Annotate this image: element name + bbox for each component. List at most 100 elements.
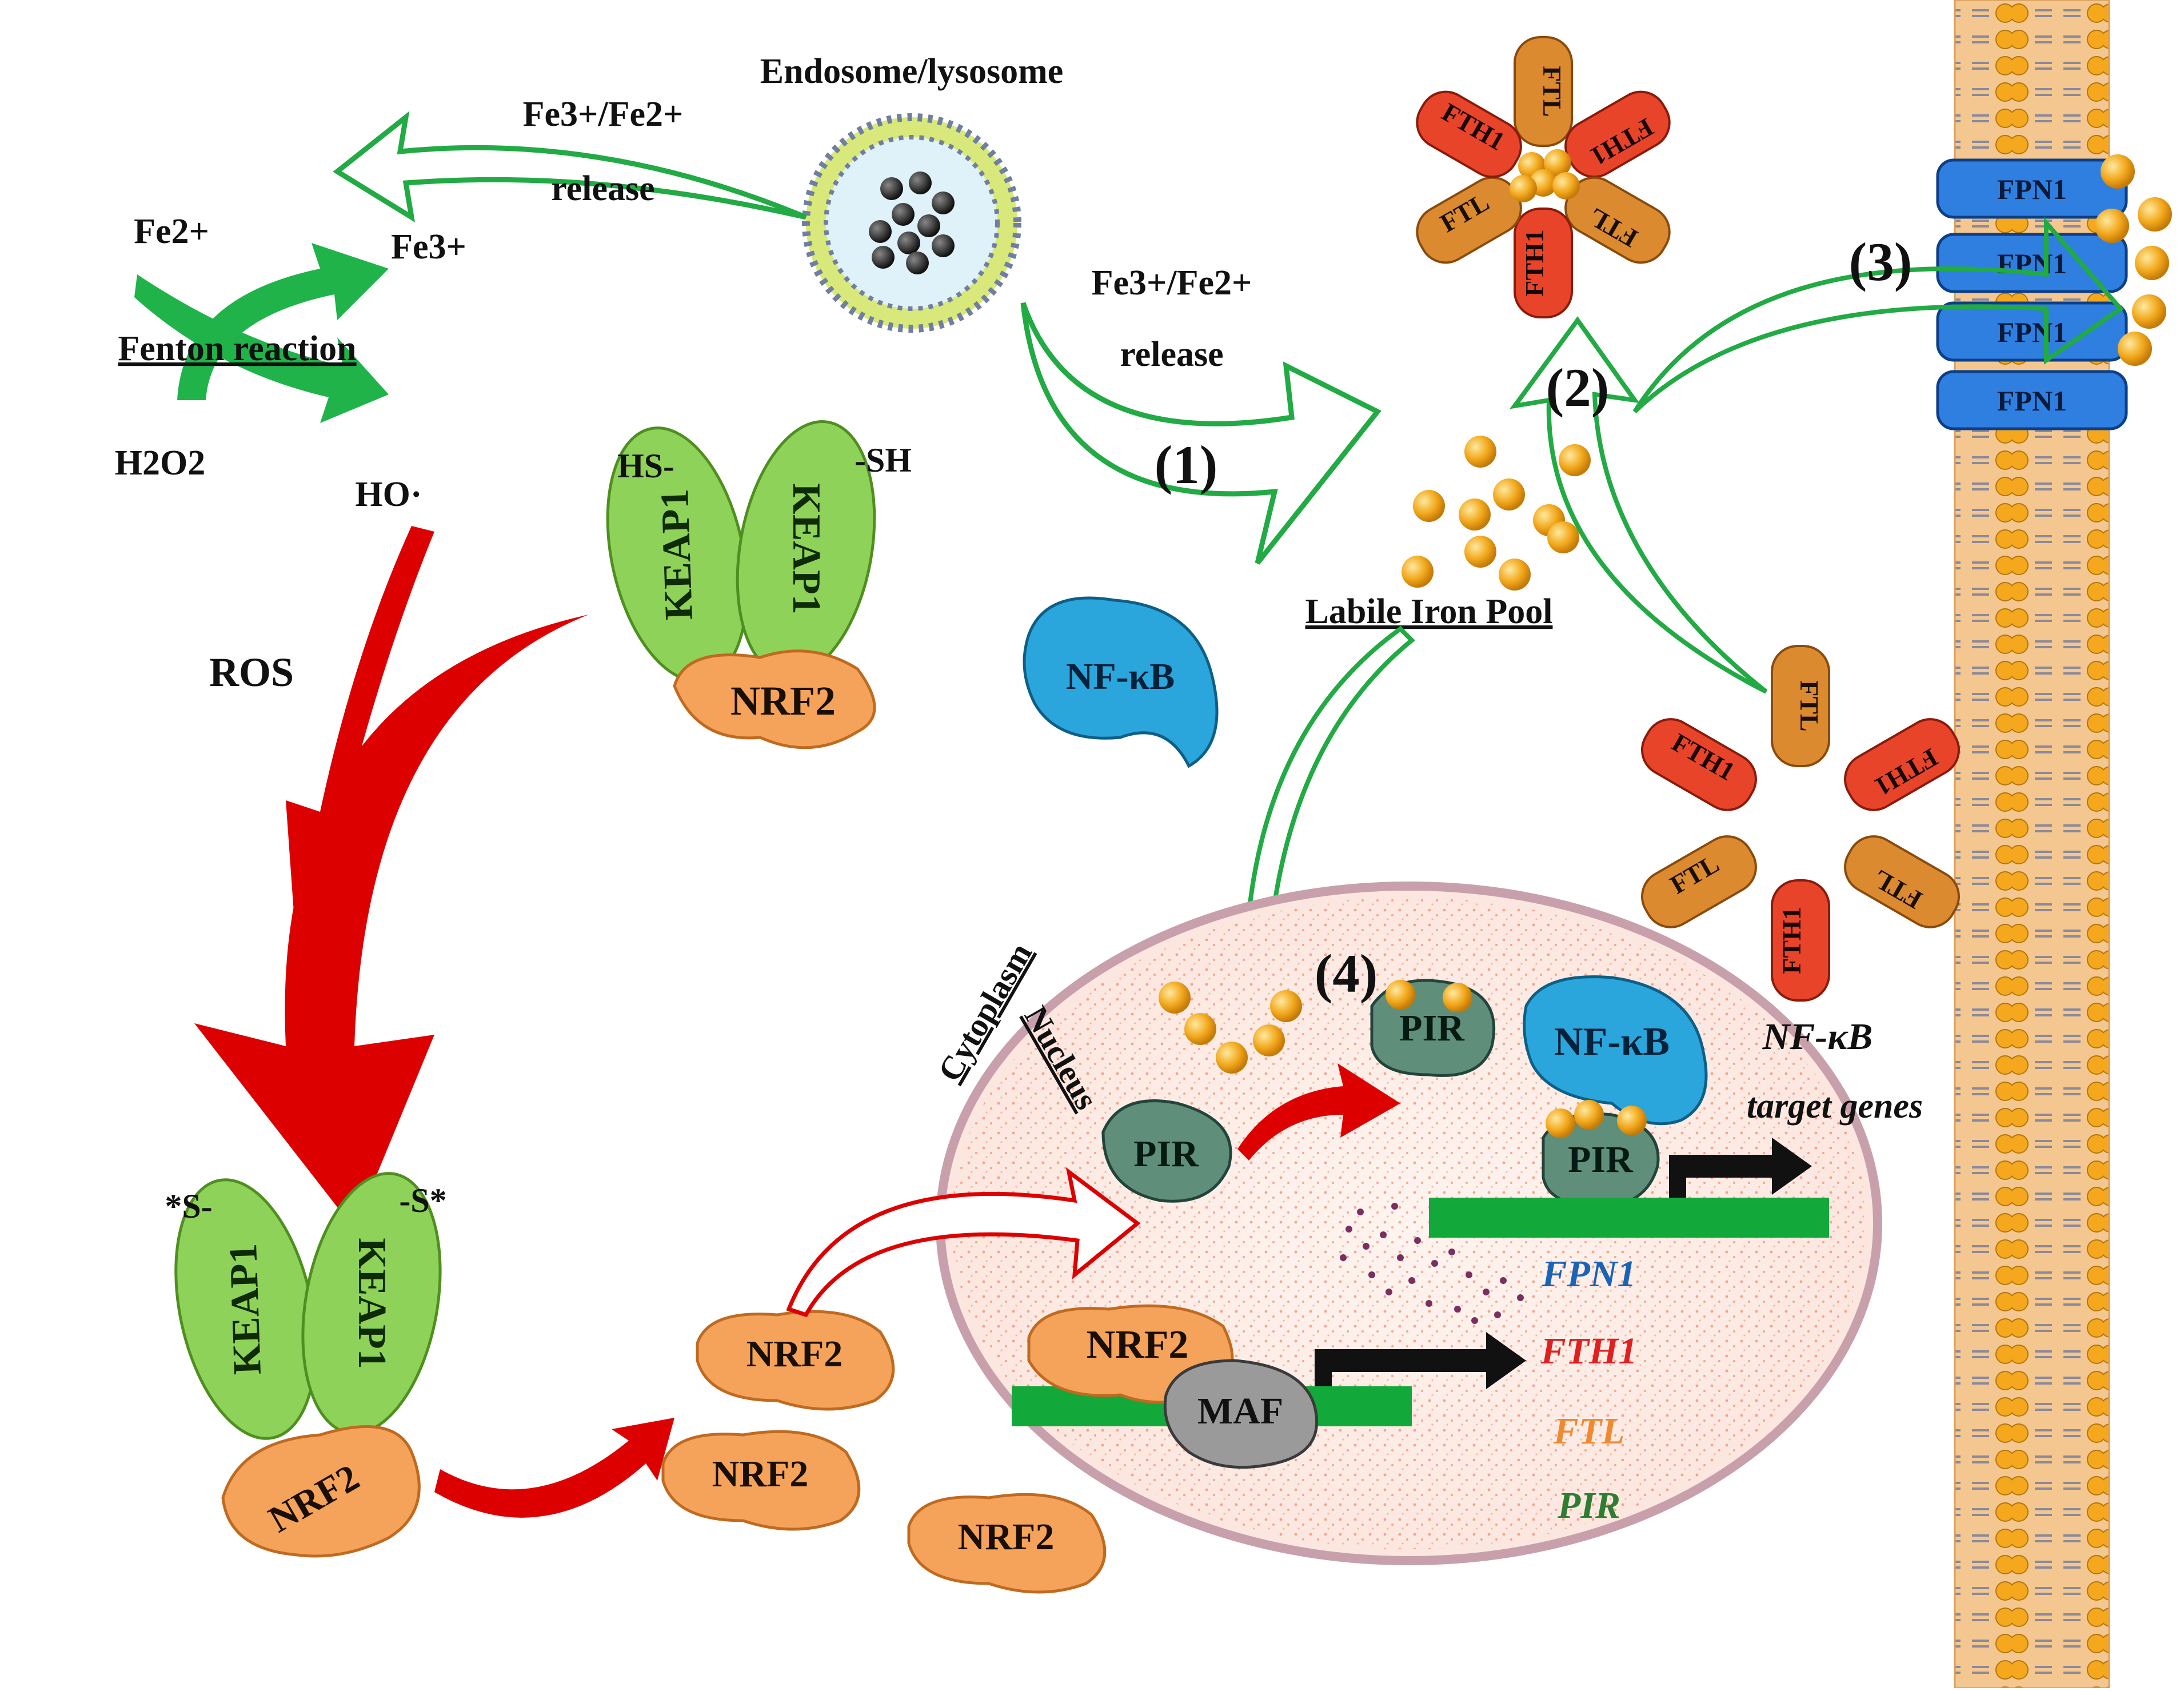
iron-ion [2095,209,2129,243]
fth1-label: FTH1 [1520,229,1549,297]
nuclear-iron [1159,982,1302,1074]
iron-ion [1402,556,1434,588]
keap1-label: KEAP1 [784,483,828,614]
iron-ion [1270,990,1302,1022]
chromatin [1340,1203,1524,1324]
fenton-arrow-up [177,243,389,400]
fpn1-unit: FPN1 [1936,158,2128,219]
iron-ion [1159,982,1191,1014]
fpn1-channel-group: FPN1 FPN1 FPN1 FPN1 [1936,158,2128,430]
iron-ion [2132,294,2166,329]
nrf2-label: NRF2 [1087,1323,1189,1367]
storage-arrow-step2 [1509,316,1768,694]
iron-ion [1253,1024,1285,1056]
release-right-label: release [1120,335,1223,374]
nrf2-translocation-arrow [786,1167,1141,1318]
endosome-label: Endosome/lysosome [760,52,1063,91]
ftl-label: FTL [1538,66,1567,117]
gene-fpn1-label: FPN1 [1542,1253,1636,1295]
hs-label: HS- [617,447,674,485]
fpn1-unit: FPN1 [1936,301,2128,362]
fe-release-right-label: Fe3+/Fe2+ [1092,264,1252,302]
fpn1-unit: FPN1 [1936,233,2128,293]
step2-label: (2) [1546,357,1610,418]
nrf2-label: NRF2 [958,1516,1055,1558]
nfkb-target-label-1: NF-κB [1762,1016,1873,1058]
keap1-protein: KEAP1 [301,1172,442,1435]
nrf2-release-arrow [434,1418,674,1518]
nrf2-label: NRF2 [712,1453,809,1495]
export-arrow-step3 [1632,217,2124,413]
iron-ion [2138,197,2172,232]
fenton-label: Fenton reaction [118,329,356,368]
release-left-label: release [551,169,654,208]
ferritin-complex-bottom: FTL FTH1 FTL FTH1 FTL FTH1 [1641,645,1960,1002]
nrf2-free-3: NRF2 [907,1493,1107,1594]
gene-pir-label: PIR [1557,1485,1620,1526]
nfkb-target-label-2: target genes [1747,1087,1923,1126]
labile-iron-pool-label: Labile Iron Pool [1305,592,1553,631]
iron-ion [1547,521,1579,553]
h2o2-label: H2O2 [115,444,205,482]
ros-label: ROS [209,649,294,695]
fth1-label: FTH1 [1777,907,1806,974]
nfkb-protein-nuclear: NF-κB [1523,975,1708,1126]
iron-ion [2118,332,2152,366]
fe-release-left-label: Fe3+/Fe2+ [523,95,684,134]
pir-label: PIR [1568,1139,1634,1180]
exported-iron [2095,154,2172,366]
keap1-label: KEAP1 [221,1243,270,1375]
nfkb-label: NF-κB [1554,1020,1670,1064]
sh-label: -SH [855,441,912,479]
iron-ion [1493,478,1525,511]
fenton-cycle [134,243,389,423]
iron-ion [1459,498,1491,531]
iron-ion [1413,490,1445,522]
nfkb-label: NF-κB [1066,656,1175,697]
keap1-nrf2-complex-oxidized: KEAP1 KEAP1 NRF2 [174,1172,442,1558]
keap1-protein: KEAP1 [736,420,876,677]
ferritin-complex-top: FTL FTH1 FTL FTH1 FTL FTH1 [1416,36,1671,318]
iron-ion [2135,246,2169,280]
keap1-nrf2-complex-top: KEAP1 KEAP1 NRF2 [606,420,876,749]
iron-ion [1499,559,1531,591]
step4-label: (4) [1315,943,1378,1004]
nrf2-protein: NRF2 [221,1425,421,1558]
pir-protein-apo: PIR [1101,1099,1232,1203]
nfkb-protein-cytoplasm: NF-κB [1023,596,1219,768]
iron-ion [1464,536,1496,568]
ros-big-arrow [194,615,589,1229]
gene-ftl-label: FTL [1553,1410,1625,1452]
iron-ion [1216,1042,1248,1074]
ho-label: HO· [355,475,422,514]
s-left-label: *S- [165,1187,212,1225]
keap1-label: KEAP1 [653,488,701,621]
ftl-label: FTL [1795,680,1824,731]
iron-ion [2101,154,2135,189]
fenton-arrow-down [134,274,389,423]
iron-ion [1464,436,1496,468]
fe-release-arrow-left [333,111,807,223]
nrf2-label: NRF2 [730,678,836,724]
transcription-arrow-nfkb [1669,1138,1812,1198]
nrf2-free-1: NRF2 [696,1310,895,1411]
pir-protein-nfkb-bound: PIR [1542,1100,1660,1208]
target-gene-list: FPN1 FTH1 FTL PIR [1540,1253,1638,1526]
fpn1-label: FPN1 [1997,385,2067,417]
maf-label: MAF [1197,1390,1283,1432]
fe2-label: Fe2+ [134,212,209,251]
pir-label: PIR [1133,1133,1199,1175]
fpn1-unit: FPN1 [1936,370,2128,430]
pir-protein-iron-bound: PIR [1370,979,1496,1077]
nrf2-free-2: NRF2 [661,1430,861,1531]
nrf2-label: NRF2 [746,1333,843,1375]
labile-iron-pool [1402,436,1591,591]
transcription-arrow-nrf2 [1315,1332,1526,1389]
keap1-protein: KEAP1 [174,1178,317,1440]
dna-strand-nfkb [1429,1198,1829,1238]
fe3-label: Fe3+ [391,228,466,266]
gene-fth1-label: FTH1 [1540,1330,1638,1372]
iron-ion [1559,444,1591,476]
